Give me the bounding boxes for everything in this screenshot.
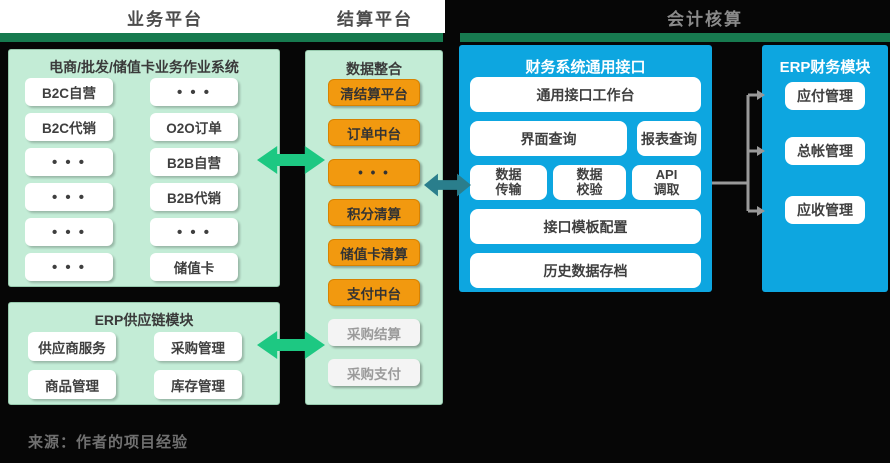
panel-erp-finance: ERP财务模块 应付管理 总帐管理 应收管理 <box>762 45 888 292</box>
panel-data-integration: 数据整合 清结算平台 订单中台 • • • 积分清算 储值卡清算 支付中台 采购… <box>305 50 443 405</box>
node-purchase-mgmt: 采购管理 <box>154 332 242 361</box>
node-o2o-order: O2O订单 <box>150 113 238 141</box>
node-ellipsis: • • • <box>150 218 238 246</box>
header-business-platform: 业务平台 <box>127 10 203 29</box>
panel-title: ERP财务模块 <box>779 59 871 76</box>
node-payment-middle-platform: 支付中台 <box>328 279 420 306</box>
node-inventory-mgmt: 库存管理 <box>154 370 242 399</box>
connector-lines <box>712 90 765 216</box>
node-ellipsis: • • • <box>328 159 420 186</box>
node-data-transfer: 数据 传输 <box>470 165 547 200</box>
node-payable-mgmt: 应付管理 <box>785 82 865 110</box>
header-underline-left <box>0 33 443 42</box>
node-b2c-consign: B2C代销 <box>25 113 113 141</box>
header-underline-right <box>460 33 890 42</box>
node-report-query: 报表查询 <box>637 121 701 156</box>
node-product-mgmt: 商品管理 <box>28 370 116 399</box>
finance-interface-rows: 通用接口工作台 界面查询 报表查询 数据 传输 数据 校验 API 调取 接口模… <box>470 77 701 288</box>
panel-title: 电商/批发/储值卡业务作业系统 <box>49 59 239 75</box>
node-purchase-payment: 采购支付 <box>328 359 420 386</box>
panel-title: 财务系统通用接口 <box>525 59 646 76</box>
node-b2b-self: B2B自营 <box>150 148 238 176</box>
bidirectional-arrow-icon <box>424 173 471 197</box>
node-order-middle-platform: 订单中台 <box>328 119 420 146</box>
node-stored-value-card: 储值卡 <box>150 253 238 281</box>
node-api-fetch: API 调取 <box>632 165 701 200</box>
node-ellipsis: • • • <box>150 78 238 106</box>
node-history-archive: 历史数据存档 <box>470 253 701 288</box>
node-ui-query: 界面查询 <box>470 121 627 156</box>
node-ellipsis: • • • <box>25 148 113 176</box>
node-general-ledger-mgmt: 总帐管理 <box>785 137 865 165</box>
ecommerce-node-grid: B2C自营 B2C代销 • • • • • • • • • • • • • • … <box>25 78 238 281</box>
node-clearing-platform: 清结算平台 <box>328 79 420 106</box>
header-accounting: 会计核算 <box>667 10 743 29</box>
header-band <box>0 0 445 33</box>
node-b2b-consign: B2B代销 <box>150 183 238 211</box>
node-interface-workbench: 通用接口工作台 <box>470 77 701 112</box>
node-stored-card-clearing: 储值卡清算 <box>328 239 420 266</box>
source-note: 来源：作者的项目经验 <box>28 434 189 451</box>
node-ellipsis: • • • <box>25 253 113 281</box>
scm-node-grid: 供应商服务 采购管理 商品管理 库存管理 <box>28 332 242 399</box>
arrowhead-icon <box>757 146 765 156</box>
panel-title: ERP供应链模块 <box>94 312 194 328</box>
bidirectional-arrow-icon <box>257 146 325 174</box>
node-supplier-service: 供应商服务 <box>28 332 116 361</box>
node-purchase-settlement: 采购结算 <box>328 319 420 346</box>
panel-title: 数据整合 <box>346 61 402 77</box>
arrowhead-icon <box>757 90 765 100</box>
header-settlement-platform: 结算平台 <box>337 10 413 29</box>
node-points-clearing: 积分清算 <box>328 199 420 226</box>
panel-erp-supply-chain: ERP供应链模块 供应商服务 采购管理 商品管理 库存管理 <box>8 302 280 405</box>
arrowhead-icon <box>757 206 765 216</box>
bidirectional-arrow-icon <box>257 331 325 359</box>
node-ellipsis: • • • <box>25 218 113 246</box>
panel-ecommerce-systems: 电商/批发/储值卡业务作业系统 B2C自营 B2C代销 • • • • • • … <box>8 49 280 287</box>
data-node-column: 清结算平台 订单中台 • • • 积分清算 储值卡清算 支付中台 采购结算 采购… <box>306 79 442 386</box>
node-ellipsis: • • • <box>25 183 113 211</box>
node-data-validation: 数据 校验 <box>553 165 626 200</box>
node-receivable-mgmt: 应收管理 <box>785 196 865 224</box>
panel-finance-interface: 财务系统通用接口 通用接口工作台 界面查询 报表查询 数据 传输 数据 校验 A… <box>459 45 712 292</box>
node-b2c-self: B2C自营 <box>25 78 113 106</box>
node-template-config: 接口模板配置 <box>470 209 701 244</box>
